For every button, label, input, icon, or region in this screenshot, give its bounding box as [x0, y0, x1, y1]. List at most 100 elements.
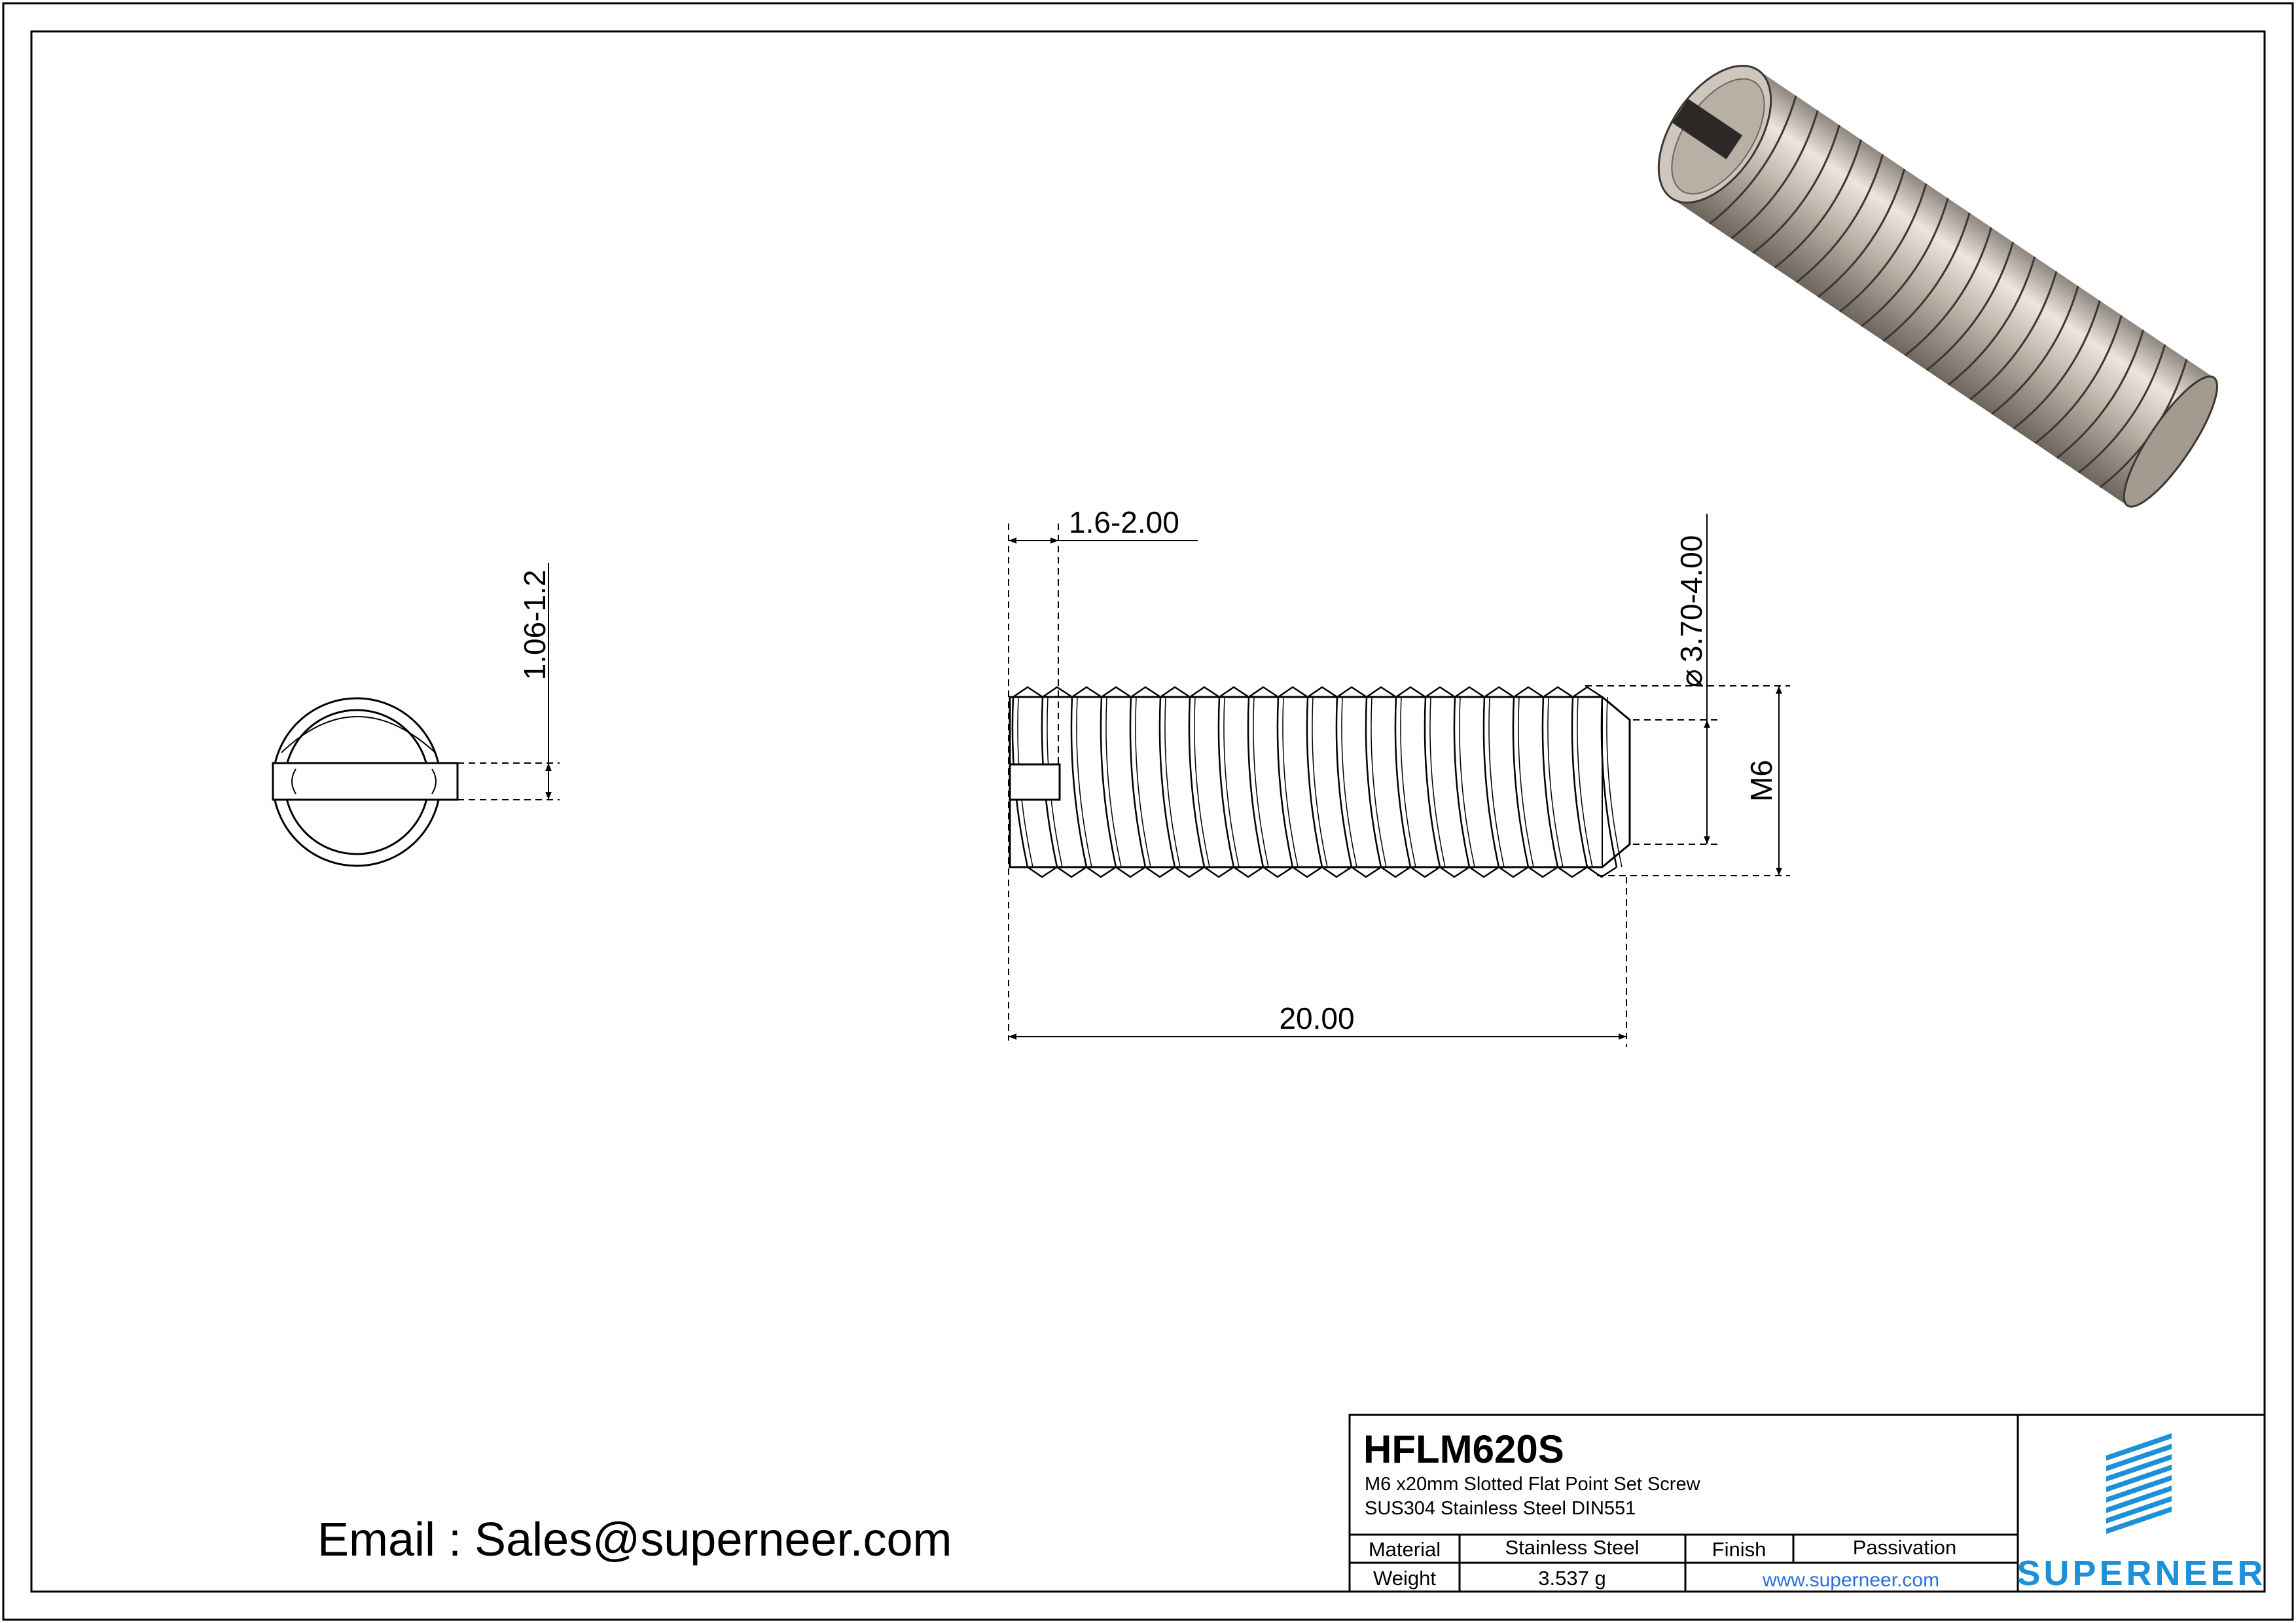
thread-helix	[1282, 696, 1299, 868]
thread-helix	[1335, 696, 1353, 868]
thread-helix	[1371, 696, 1387, 868]
slot-depth-dimension: 1.6-2.00	[1069, 505, 1179, 539]
thread-crest	[1587, 866, 1617, 878]
side-dimensions	[1008, 514, 1790, 1047]
thread-crest	[1233, 866, 1264, 878]
material-label: Material	[1369, 1538, 1441, 1561]
iso-thread-ridge	[2034, 315, 2123, 444]
thread-crest	[1292, 866, 1323, 878]
logo-stripe	[2106, 1507, 2172, 1534]
thread-helix	[1518, 696, 1534, 868]
thread-helix	[1488, 696, 1505, 868]
thread-crest	[1410, 866, 1441, 878]
contact-email[interactable]: Email : Sales@superneer.com	[317, 1514, 952, 1566]
thread-helix	[1276, 696, 1294, 868]
thread-helix	[1194, 696, 1210, 868]
thread-crest	[1528, 866, 1558, 878]
thread-crest	[1101, 686, 1132, 698]
thread-helix	[1547, 696, 1564, 868]
iso-thread-ridge	[1861, 198, 1949, 327]
logo-stripe	[2106, 1444, 2172, 1471]
superneer-logo-icon	[2106, 1433, 2172, 1534]
thread-crest	[1219, 686, 1249, 698]
thread-helix	[1105, 696, 1122, 868]
material-value: Stainless Steel	[1505, 1536, 1639, 1559]
iso-thread-ridge	[2013, 300, 2101, 430]
iso-thread-ridge	[1926, 241, 2015, 371]
side-slot	[1009, 763, 1061, 801]
description-line-2: SUS304 Stainless Steel DIN551	[1365, 1498, 1636, 1519]
thread-helix	[1253, 696, 1269, 868]
thread-helix	[1164, 696, 1181, 868]
thread-helix	[1571, 696, 1588, 868]
thread-crest	[1307, 686, 1338, 698]
iso-thread-ridge	[1817, 168, 1906, 298]
end-view-slot	[272, 762, 459, 801]
thread-crest	[1071, 686, 1102, 698]
thread-crest	[1056, 866, 1087, 878]
thread-helix	[1429, 696, 1446, 868]
thread-helix	[1135, 696, 1151, 868]
logo-stripe	[2106, 1433, 2172, 1461]
thread-helix	[1453, 696, 1471, 868]
screw-isometric-render	[1657, 64, 2219, 508]
website-link[interactable]: www.superneer.com	[1762, 1569, 1939, 1591]
thread-helix	[1076, 696, 1092, 868]
thread-crest	[1557, 866, 1588, 878]
thread-helix	[1306, 696, 1323, 868]
thread-crest	[1027, 866, 1058, 878]
thread-helix	[1512, 696, 1530, 868]
thread-crest	[1543, 686, 1573, 698]
thread-crest	[1572, 686, 1603, 698]
logo-stripe	[2106, 1454, 2172, 1482]
thread-crest	[1513, 686, 1544, 698]
side-view	[1009, 686, 1631, 878]
thread-helix	[1424, 696, 1441, 868]
thread-crest	[1321, 866, 1352, 878]
logo-stripe	[2106, 1496, 2172, 1524]
logo-stripe	[2106, 1486, 2172, 1513]
thread-crest	[1263, 866, 1293, 878]
thread-helix	[1541, 696, 1559, 868]
end-view	[272, 563, 560, 867]
thread-crest	[1484, 686, 1515, 698]
iso-thread-ridge	[1709, 95, 1797, 225]
iso-thread-ridge	[1731, 110, 1819, 240]
logo-stripe	[2106, 1465, 2172, 1492]
iso-thread-ridge	[1947, 256, 2036, 386]
title-block	[1348, 1414, 2266, 1593]
brand-name: SUPERNEER	[2017, 1554, 2266, 1593]
thread-helix	[1158, 696, 1176, 868]
thread-crest	[1115, 866, 1146, 878]
finish-value: Passivation	[1853, 1536, 1957, 1559]
thread-helix	[1129, 696, 1147, 868]
thread-crest	[1366, 686, 1397, 698]
thread-helix	[1394, 696, 1412, 868]
thread-helix	[1365, 696, 1382, 868]
thread-helix	[1341, 696, 1357, 868]
thread-crest	[1278, 686, 1308, 698]
thread-dimension: M6	[1744, 760, 1778, 802]
thread-crest	[1454, 686, 1485, 698]
thread-crest	[1351, 866, 1382, 878]
thread-crest	[1439, 866, 1470, 878]
thread-crest	[1498, 866, 1529, 878]
thread-helix	[1247, 696, 1265, 868]
slot-width-dimension: 1.06-1.2	[518, 570, 552, 681]
thread-crest	[1189, 686, 1220, 698]
inner-border	[30, 30, 2266, 1593]
description-line-1: M6 x20mm Slotted Flat Point Set Screw	[1365, 1474, 1701, 1495]
thread-crest	[1145, 866, 1175, 878]
thread-helix	[1459, 696, 1475, 868]
thread-crest	[1204, 866, 1234, 878]
thread-helix	[1577, 696, 1593, 868]
iso-thread-ridge	[1839, 183, 1928, 313]
weight-label: Weight	[1373, 1567, 1436, 1590]
thread-crest	[1160, 686, 1191, 698]
logo-stripe	[2106, 1475, 2172, 1503]
thread-helix	[1188, 696, 1206, 868]
thread-helix	[1482, 696, 1500, 868]
weight-value: 3.537 g	[1538, 1567, 1605, 1590]
